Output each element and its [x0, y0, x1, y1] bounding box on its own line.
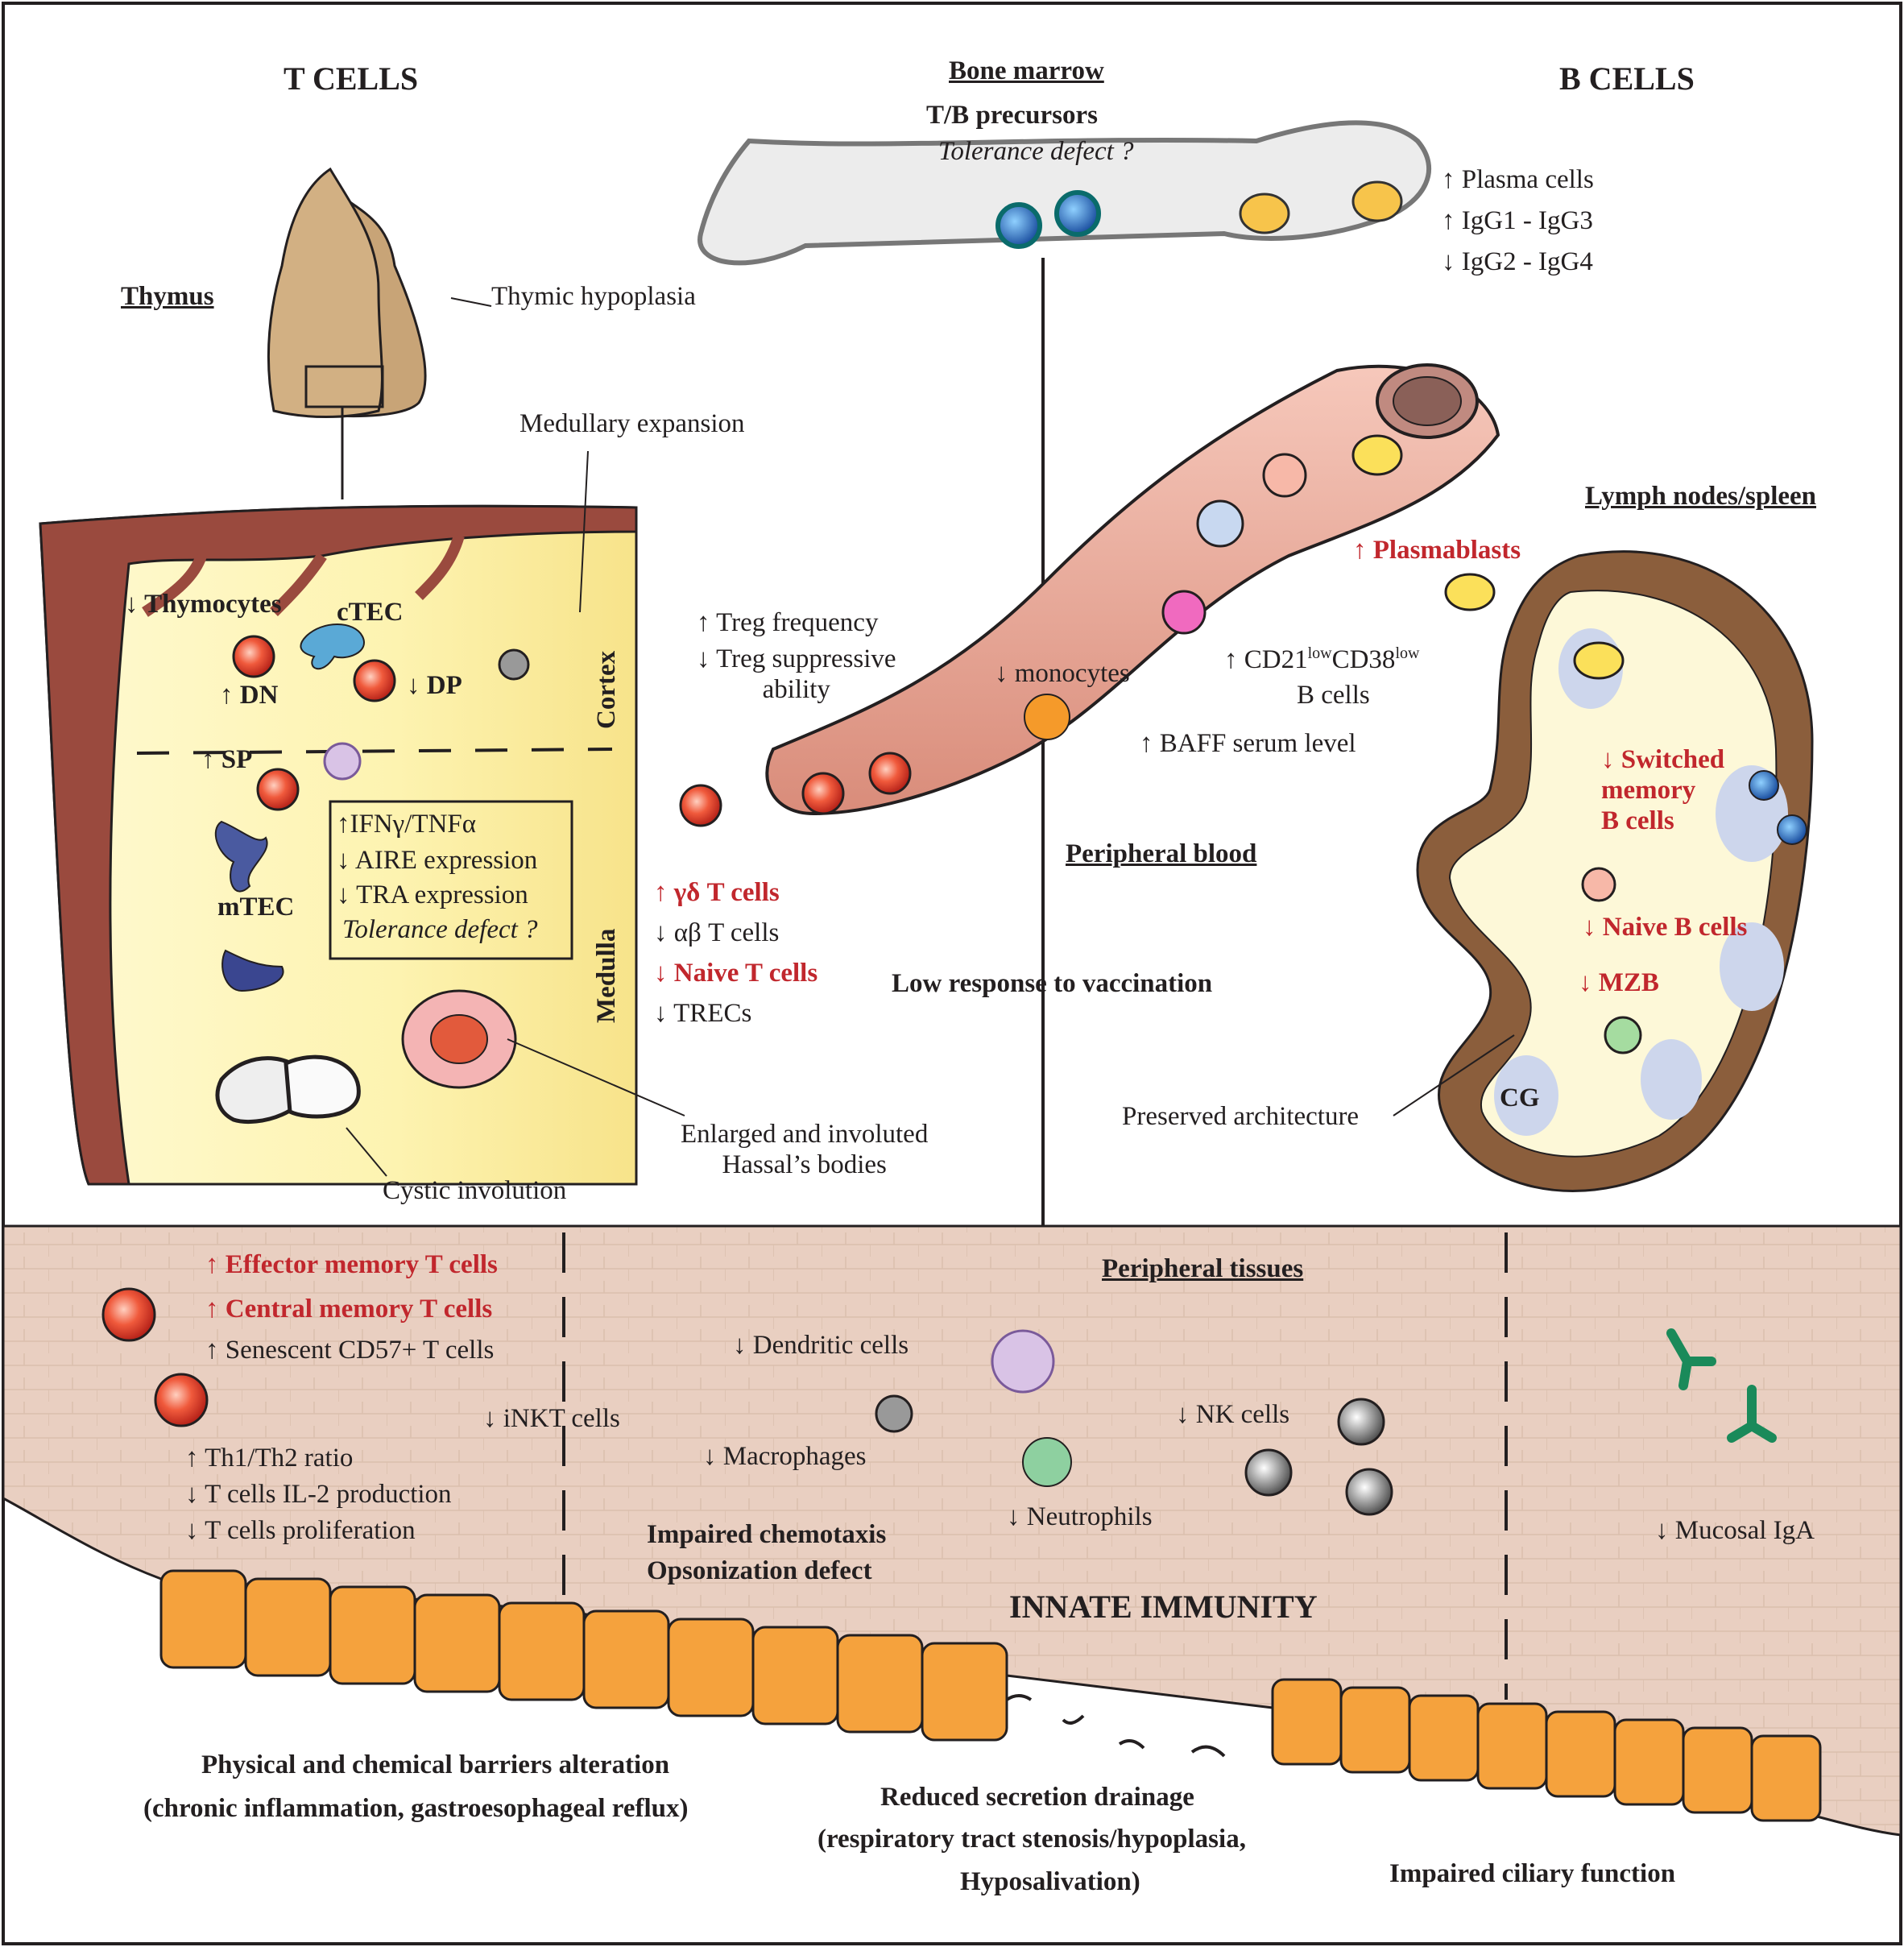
switched-memory-label: ↓ Switched memory B cells — [1601, 745, 1725, 835]
thymic-hypoplasia-label: Thymic hypoplasia — [491, 282, 696, 311]
opsonization-label: Opsonization defect — [647, 1556, 872, 1585]
bone-marrow-title: Bone marrow — [949, 56, 1104, 85]
bone-marrow-note: Tolerance defect ? — [938, 137, 1134, 166]
barrier-detail-label: (chronic inflammation, gastroesophageal … — [143, 1794, 689, 1823]
treg-frequency-label: ↑ Treg frequency — [697, 608, 879, 637]
sp-label: ↑ SP — [201, 745, 253, 774]
thymus-box-line: ↑IFNγ/TNFα — [337, 810, 477, 839]
peripheral-blood-title: Peripheral blood — [1066, 839, 1257, 868]
epithelium-right — [1271, 1678, 1822, 1822]
bone-marrow-item: ↑ IgG1 - IgG3 — [1442, 206, 1593, 235]
medullary-expansion-label: Medullary expansion — [519, 409, 745, 438]
dn-label: ↑ DN — [220, 681, 279, 710]
hassal-label: Enlarged and involuted Hassal’s bodies — [681, 1120, 929, 1179]
peripheral-tissues-title: Peripheral tissues — [1102, 1254, 1304, 1283]
senescent-label: ↑ Senescent CD57+ T cells — [205, 1336, 495, 1365]
cortex-label: Cortex — [592, 650, 621, 729]
il2-label: ↓ T cells IL-2 production — [185, 1480, 452, 1509]
drainage-detail-label: (respiratory tract stenosis/hypoplasia, — [817, 1825, 1246, 1854]
naive-t-cells-label: ↓ Naive T cells — [654, 959, 818, 988]
naive-b-cells-label: ↓ Naive B cells — [1583, 913, 1748, 942]
th-ratio-label: ↑ Th1/Th2 ratio — [185, 1444, 354, 1473]
thymus-capsule — [39, 504, 638, 1186]
dendritic-cells-label: ↓ Dendritic cells — [733, 1331, 909, 1360]
barrier-label: Physical and chemical barriers alteratio… — [201, 1750, 670, 1779]
thymus-box-line: ↓ TRA expression — [337, 880, 528, 909]
b-cells-header: B CELLS — [1559, 60, 1695, 97]
ctec-label: cTEC — [337, 598, 404, 627]
cd21-label: ↑ CD21lowCD38low — [1224, 644, 1420, 674]
blood-vessel — [765, 364, 1500, 816]
cortex-medulla-boundary — [136, 748, 613, 755]
proliferation-label: ↓ T cells proliferation — [185, 1516, 416, 1545]
thymocytes-label: ↓ Thymocytes — [125, 590, 282, 619]
precursor-cell-1 — [995, 202, 1042, 249]
spleen-inner — [1448, 590, 1778, 1158]
cystic-involution-label: Cystic involution — [383, 1176, 567, 1205]
plasma-cell-1 — [1239, 193, 1290, 234]
t-cells-header: T CELLS — [284, 60, 419, 97]
macrophages-label: ↓ Macrophages — [703, 1442, 867, 1471]
thymus-lobe-left — [267, 167, 383, 418]
monocytes-label: ↓ monocytes — [995, 659, 1130, 688]
chemotaxis-label: Impaired chemotaxis — [647, 1520, 887, 1549]
dp-label: ↓ DP — [407, 671, 462, 700]
lymph-nodes-title: Lymph nodes/spleen — [1585, 482, 1817, 511]
thymus-info-box — [329, 800, 573, 960]
central-memory-label: ↑ Central memory T cells — [205, 1295, 493, 1324]
preserved-architecture-label: Preserved architecture — [1122, 1102, 1360, 1131]
drainage-label: Reduced secretion drainage — [880, 1783, 1194, 1812]
vaccination-label: Low response to vaccination — [892, 969, 1213, 998]
thymus-title: Thymus — [121, 282, 214, 311]
inkt-label: ↓ iNKT cells — [483, 1404, 620, 1433]
nk-cells-label: ↓ NK cells — [1176, 1400, 1290, 1429]
baff-label: ↑ BAFF serum level — [1140, 729, 1356, 758]
neutrophils-label: ↓ Neutrophils — [1007, 1502, 1153, 1531]
bone-marrow-item: ↓ IgG2 - IgG4 — [1442, 247, 1593, 276]
bone-marrow-subtitle: T/B precursors — [926, 101, 1098, 130]
epithelium-left — [159, 1569, 1008, 1742]
bone-marrow-item: ↑ Plasma cells — [1442, 165, 1594, 194]
plasma-cell-2 — [1351, 180, 1403, 222]
mucosal-iga-label: ↓ Mucosal IgA — [1655, 1516, 1815, 1545]
plasmablasts-label: ↑ Plasmablasts — [1353, 536, 1521, 565]
cg-label: CG — [1500, 1083, 1540, 1112]
effector-memory-label: ↑ Effector memory T cells — [205, 1250, 498, 1279]
treg-suppressive-label: ↓ Treg suppressive ability — [697, 644, 896, 704]
ciliary-function-label: Impaired ciliary function — [1389, 1859, 1676, 1888]
gd-t-cells-label: ↑ γδ T cells — [654, 878, 780, 907]
innate-immunity-label: INNATE IMMUNITY — [1009, 1589, 1318, 1625]
mtec-label: mTEC — [217, 893, 295, 922]
precursor-cell-2 — [1054, 190, 1101, 237]
thymus-box-line: ↓ AIRE expression — [337, 846, 538, 875]
medulla-label: Medulla — [592, 928, 621, 1023]
b-cells-label: B cells — [1297, 681, 1370, 710]
ab-t-cells-label: ↓ αβ T cells — [654, 918, 780, 947]
trecs-label: ↓ TRECs — [654, 999, 752, 1028]
thymus-zoom-box — [304, 365, 384, 408]
thymus-box-line: Tolerance defect ? — [342, 915, 538, 944]
mzb-label: ↓ MZB — [1579, 968, 1659, 997]
hyposalivation-label: Hyposalivation) — [960, 1867, 1140, 1896]
